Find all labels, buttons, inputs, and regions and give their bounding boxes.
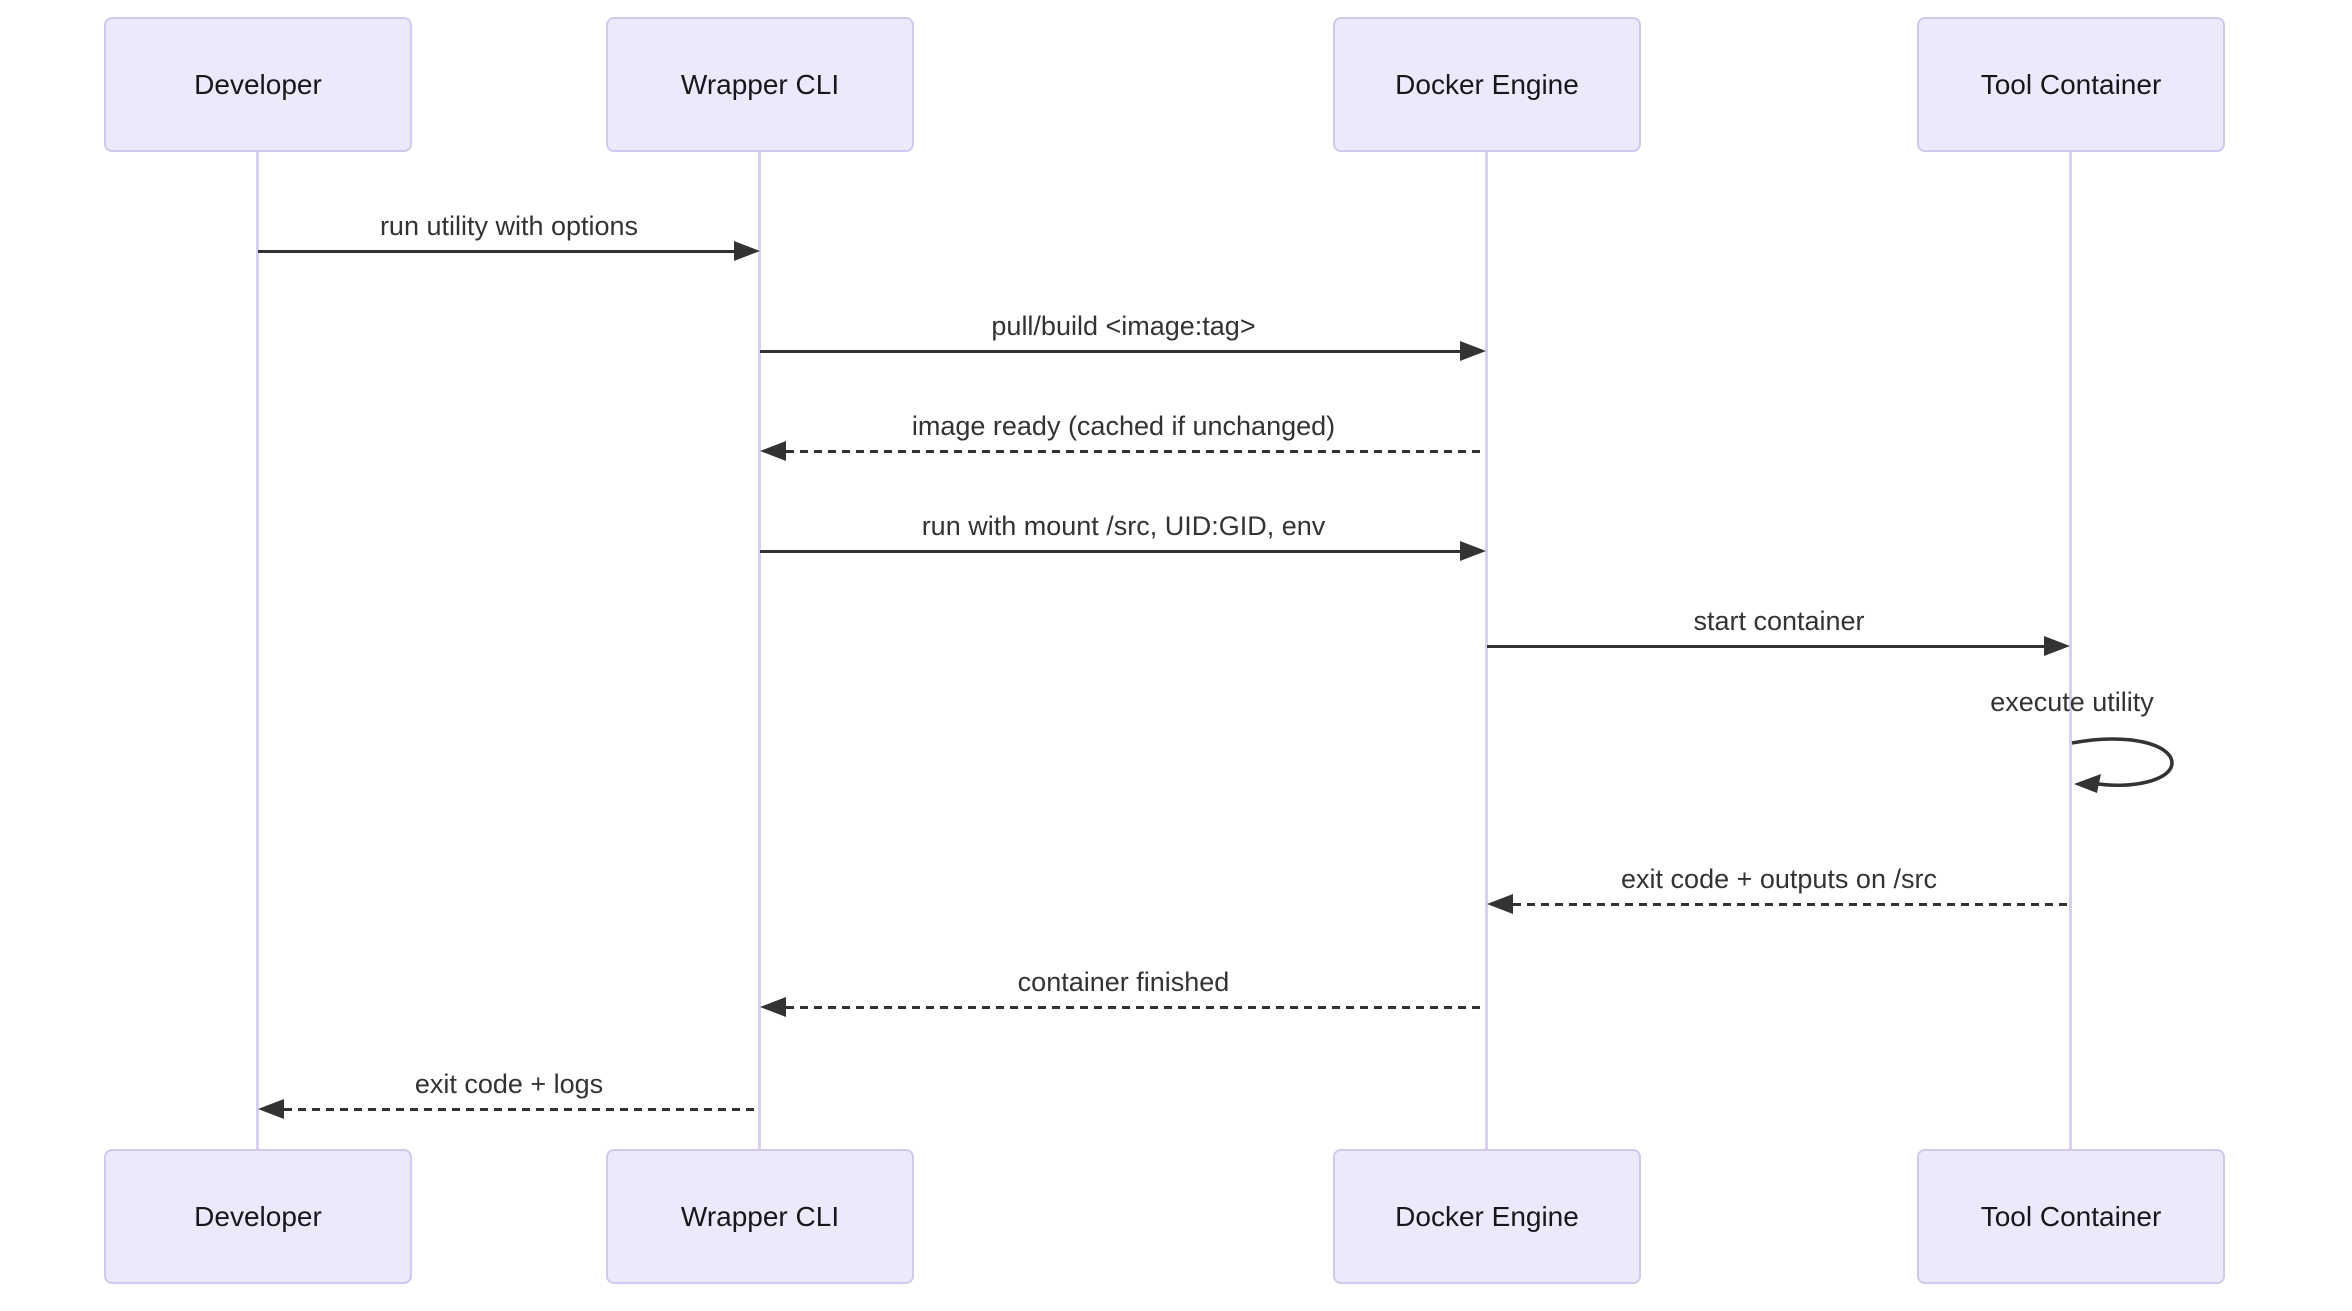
actor-top-docker-engine: Docker Engine <box>1333 17 1641 152</box>
arrowhead-right-icon <box>734 241 760 261</box>
message-label: run utility with options <box>379 211 639 241</box>
actor-top-tool-container: Tool Container <box>1917 17 2225 152</box>
arrowhead-right-icon <box>1460 341 1486 361</box>
arrowhead-right-icon <box>1460 541 1486 561</box>
actor-label: Wrapper CLI <box>680 1200 840 1232</box>
message-line <box>258 250 736 253</box>
actor-label: Docker Engine <box>1395 1200 1579 1232</box>
message-label: exit code + outputs on /src <box>1621 864 1937 894</box>
arrowhead-left-icon <box>1487 894 1513 914</box>
actor-label: Developer <box>194 68 322 100</box>
lifeline-developer <box>256 150 259 1151</box>
message-label: exit code + logs <box>414 1069 604 1099</box>
actor-label: Docker Engine <box>1395 68 1579 100</box>
message-label: execute utility <box>1990 687 2154 717</box>
actor-label: Developer <box>194 1200 322 1232</box>
message-line <box>760 350 1460 353</box>
actor-bottom-developer: Developer <box>104 1149 412 1284</box>
message-line <box>284 1108 760 1111</box>
lifeline-wrapper-cli <box>758 150 761 1151</box>
actor-label: Tool Container <box>1980 68 2162 100</box>
actor-bottom-tool-container: Tool Container <box>1917 1149 2225 1284</box>
self-loop-arrow-icon <box>2071 737 2174 793</box>
arrowhead-left-icon <box>760 441 786 461</box>
message-line <box>1513 903 2070 906</box>
arrowhead-left-icon <box>258 1099 284 1119</box>
message-label: run with mount /src, UID:GID, env <box>921 511 1326 541</box>
message-line <box>786 450 1486 453</box>
message-label: container finished <box>1017 967 1230 997</box>
actor-top-developer: Developer <box>104 17 412 152</box>
actor-top-wrapper-cli: Wrapper CLI <box>606 17 914 152</box>
message-label: start container <box>1693 606 1865 636</box>
message-line <box>786 1006 1486 1009</box>
message-label: image ready (cached if unchanged) <box>911 411 1336 441</box>
lifeline-tool-container <box>2069 150 2072 1151</box>
arrowhead-left-icon <box>760 997 786 1017</box>
lifeline-docker-engine <box>1485 150 1488 1151</box>
actor-bottom-docker-engine: Docker Engine <box>1333 1149 1641 1284</box>
actor-label: Wrapper CLI <box>680 68 840 100</box>
message-line <box>1487 645 2044 648</box>
actor-label: Tool Container <box>1980 1200 2162 1232</box>
actor-bottom-wrapper-cli: Wrapper CLI <box>606 1149 914 1284</box>
message-line <box>760 550 1460 553</box>
message-label: pull/build <image:tag> <box>991 311 1256 341</box>
arrowhead-right-icon <box>2044 636 2070 656</box>
